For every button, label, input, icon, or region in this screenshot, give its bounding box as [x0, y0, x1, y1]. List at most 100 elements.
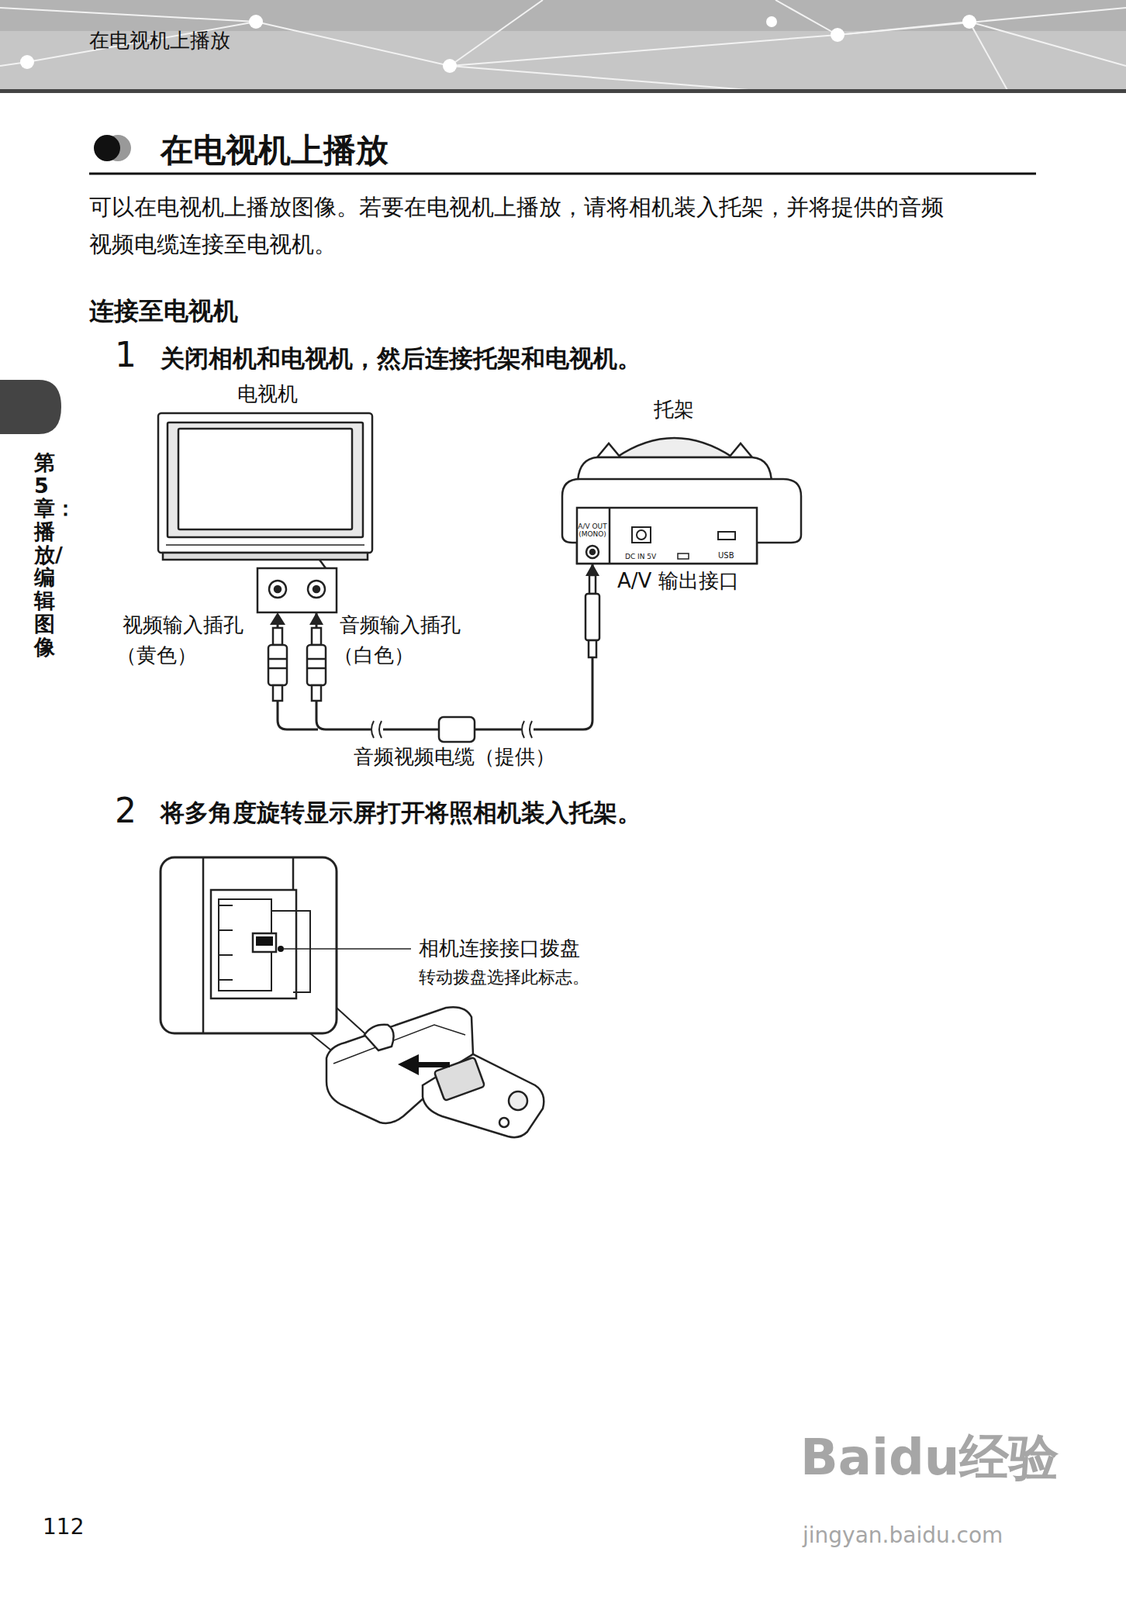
- svg-rect: [307, 645, 326, 686]
- port-label: A/V OUT (MONO): [575, 523, 610, 539]
- svg-path: [364, 1025, 394, 1051]
- svg-rect: [255, 936, 273, 947]
- svg-circle: [442, 58, 457, 73]
- svg-rect: [268, 645, 287, 686]
- svg-rect: [158, 413, 373, 553]
- svg-circle: [313, 586, 320, 593]
- svg-rect: [160, 857, 337, 1034]
- svg-rect: [370, 719, 384, 740]
- header-band: [0, 0, 1126, 94]
- svg-path: [562, 479, 802, 564]
- svg-rect: [589, 575, 596, 595]
- svg-rect: [585, 594, 600, 641]
- chapter-tab: [0, 379, 62, 435]
- svg-rect: [0, 89, 1126, 94]
- svg-line: [608, 507, 612, 564]
- cradle-dock: 托架: [561, 393, 802, 564]
- tv-set: 电视机: [158, 379, 373, 613]
- svg-line: [307, 667, 326, 671]
- svg-rect: [178, 428, 353, 530]
- svg-line: [218, 904, 233, 907]
- svg-circle: [586, 545, 599, 559]
- step-number: 2: [114, 790, 137, 833]
- svg-path: [271, 911, 311, 993]
- svg-rect: [210, 890, 297, 999]
- svg-g: [0, 0, 1126, 92]
- callout-label: 音频输入插孔: [339, 613, 461, 638]
- arrowhead: [269, 612, 286, 626]
- svg-circle: [830, 27, 845, 42]
- intro-paragraph: 可以在电视机上播放图像。若要在电视机上播放，请将相机装入托架，并将提供的音频视频…: [89, 188, 962, 263]
- svg-rect: [632, 527, 651, 543]
- svg-line: [268, 658, 287, 661]
- svg-rect: [0, 0, 1126, 32]
- dial-inset: [160, 857, 412, 1064]
- svg-circle: [20, 55, 35, 70]
- dock-illustration: [562, 438, 802, 564]
- svg-path: [597, 443, 753, 458]
- svg-rect: [311, 628, 322, 646]
- svg-line: [165, 544, 365, 546]
- svg-circle: [248, 14, 263, 29]
- ferrite-core: [438, 717, 475, 743]
- rca-plugs: [268, 628, 326, 702]
- svg-rect: [588, 640, 597, 658]
- svg-circle: [636, 530, 646, 540]
- port-label: USB: [718, 551, 735, 561]
- svg-path: [521, 721, 532, 739]
- section-heading: 连接至电视机: [89, 296, 239, 326]
- svg-circle: [269, 580, 287, 598]
- svg-circle: [277, 946, 284, 953]
- svg-line: [268, 667, 287, 671]
- svg-circle: [93, 134, 121, 162]
- svg-path: [333, 1025, 466, 1064]
- page-title: 在电视机上播放: [160, 131, 389, 170]
- page-number: 112: [42, 1514, 84, 1541]
- camera-dock-illustration: [326, 1007, 544, 1138]
- svg-circle: [962, 14, 977, 29]
- svg-polyline: [0, 21, 1126, 66]
- callout-label: 视频输入插孔: [122, 613, 244, 638]
- watermark: Baidu经验: [800, 1428, 1059, 1489]
- svg-polyline: [837, 7, 1126, 35]
- svg-polyline: [0, 7, 256, 22]
- callout-label: （白色）: [333, 643, 415, 668]
- title-bullet: [93, 134, 132, 162]
- svg-rect: [252, 933, 277, 953]
- svg-path: [397, 1054, 450, 1076]
- svg-circle: [766, 16, 778, 28]
- svg-circle: [590, 549, 595, 555]
- svg-circle: [307, 580, 325, 598]
- svg-g: [20, 14, 977, 73]
- svg-line: [218, 929, 233, 932]
- svg-g: [218, 905, 233, 981]
- svg-rect: [272, 628, 283, 646]
- svg-rect: [167, 422, 363, 538]
- svg-polyline: [449, 0, 543, 66]
- step-number: 1: [114, 335, 137, 377]
- svg-rect: [0, 0, 1126, 92]
- callout-note: 转动拨盘选择此标志。: [418, 967, 590, 988]
- svg-line: [218, 979, 233, 981]
- svg-line: [307, 658, 326, 661]
- svg-polyline: [969, 21, 1009, 92]
- mini-plug: [585, 575, 600, 658]
- svg-polyline: [775, 0, 838, 35]
- svg-rect: [257, 568, 337, 613]
- node-label: 电视机: [237, 382, 298, 407]
- step-text: 将多角度旋转显示屏打开将照相机装入托架。: [160, 798, 642, 828]
- step-text: 关闭相机和电视机，然后连接托架和电视机。: [160, 344, 642, 374]
- title-rule: [89, 172, 1037, 176]
- port-label: DC IN 5V: [625, 552, 657, 562]
- svg-rect: [438, 717, 475, 743]
- chapter-tab-text: 第5章：播放/编辑图像: [34, 451, 56, 659]
- svg-rect: [521, 719, 534, 740]
- svg-circle: [274, 586, 281, 593]
- svg-path: [203, 857, 294, 1034]
- svg-rect: [162, 552, 368, 560]
- svg-rect: [718, 531, 736, 540]
- svg-polyline: [449, 65, 768, 92]
- callout-label: A/V 输出接口: [617, 569, 740, 594]
- tv-illustration: [158, 413, 373, 613]
